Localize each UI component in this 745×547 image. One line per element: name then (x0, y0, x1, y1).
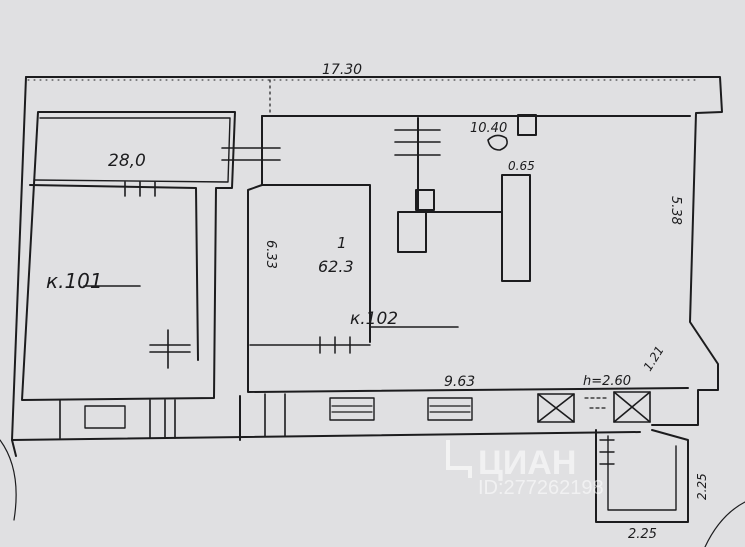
right-wall-length-label: 5.38 (668, 196, 683, 225)
outer-wall-stub (11, 439, 17, 457)
annex-inner (607, 435, 677, 511)
vent-box-2 (613, 391, 651, 423)
fixture-box-small (415, 189, 435, 211)
vent-cross-2 (613, 391, 651, 423)
annex-bottom-label: 2.25 (628, 527, 657, 542)
room-102-inner-partition (261, 115, 371, 343)
overall-length-label: 17.30 (322, 62, 362, 78)
small-dimension-label: 0.65 (508, 159, 535, 173)
passage-lines (221, 147, 281, 161)
top-right-dimension-label: 10.40 (470, 121, 507, 136)
window-panes (331, 405, 471, 413)
vent-box-1 (537, 393, 575, 423)
door-marks-101-top (124, 181, 156, 197)
annex-marks (599, 439, 615, 465)
strip-dividers-left (59, 399, 176, 439)
room-102-lower-wall (247, 184, 689, 393)
annex-side-label: 2.25 (695, 473, 709, 500)
watermark: ЦИАН ID:277262198 (446, 440, 604, 499)
watermark-logo-icon (446, 440, 472, 478)
room-101-outline (21, 111, 236, 401)
stamp-arc (704, 501, 745, 547)
window-3 (427, 397, 473, 421)
watermark-brand: ЦИАН (478, 444, 576, 482)
room-area-label: 62.3 (318, 257, 354, 276)
room-101-inner-outline (33, 117, 231, 183)
strip-dashes (584, 397, 609, 409)
pipe-marks (394, 129, 441, 156)
inner-bottom-length-label: 9.63 (444, 374, 475, 390)
room-101-label: к.101 (46, 269, 103, 293)
annex-outline (595, 429, 689, 523)
watermark-id: ID:277262198 (478, 477, 604, 499)
height-note-label: h=2.60 (583, 374, 631, 389)
door-marks-102 (319, 336, 351, 354)
toilet-symbol (487, 134, 508, 151)
room-101-inner-line (29, 184, 199, 361)
door-marks-101-right (149, 329, 191, 369)
room-102-label: к.102 (350, 309, 398, 329)
window-2 (329, 397, 375, 421)
room-number-label: 1 (337, 234, 347, 252)
fixture-box-right (501, 174, 531, 282)
left-room-width-label: 28,0 (108, 151, 146, 171)
strip-divider-1 (264, 393, 286, 437)
vent-cross-1 (537, 393, 575, 423)
fixture-box-top (517, 114, 537, 136)
fixture-box-left (397, 211, 427, 253)
outer-wall-top-right (25, 76, 723, 426)
right-room-depth-label: 6.33 (263, 240, 278, 269)
edge-curve (0, 439, 17, 521)
window-1 (84, 405, 126, 429)
